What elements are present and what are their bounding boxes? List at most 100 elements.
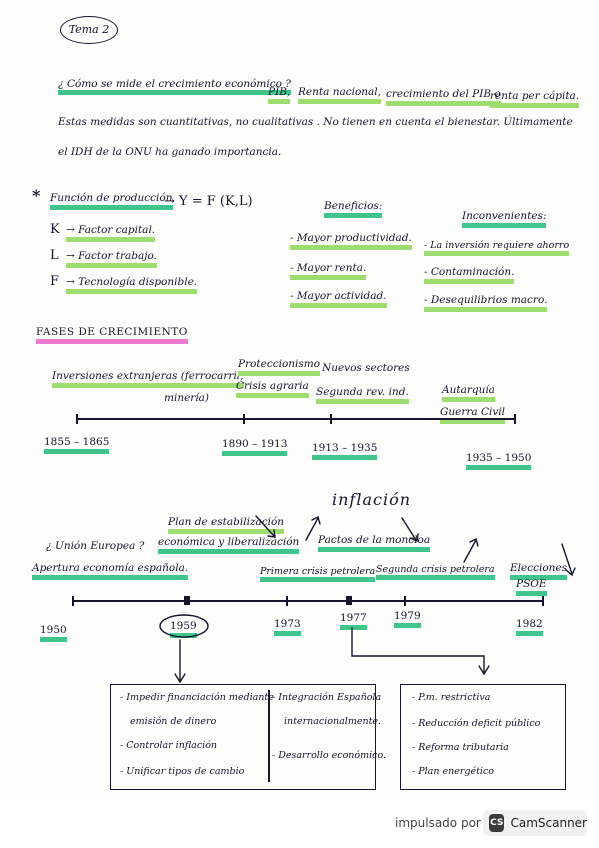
t2-label: económica y liberalización — [158, 536, 300, 554]
t1-date: 1913 – 1935 — [312, 442, 378, 460]
topic-title: Tema 2 — [68, 23, 110, 37]
t1-date: 1890 – 1913 — [222, 438, 288, 456]
inflation-label: inflación — [332, 490, 412, 509]
arrow-line — [401, 517, 417, 541]
benefit-item: - Mayor productividad. — [290, 232, 412, 250]
arrow-line — [561, 543, 573, 575]
t2-label: Apertura economía española. — [32, 562, 189, 580]
t2-date: 1982 — [516, 618, 543, 636]
t2-date: 1977 — [340, 612, 367, 630]
drawback-item: - Desequilibrios macro. — [424, 294, 548, 312]
intro-line-2: Estas medidas son cuantitativas, no cual… — [58, 116, 573, 128]
t1-label: Nuevos sectores — [322, 362, 410, 374]
measures-box-1977 — [400, 684, 566, 790]
factor-letter-l: L — [50, 248, 59, 263]
arrow-head — [478, 665, 490, 676]
t1-label: Segunda rev. ind. — [316, 386, 409, 404]
t1-label: Inversiones extranjeras (ferrocarril, — [52, 370, 244, 388]
timeline-2-axis — [72, 600, 544, 602]
box-item: emisión de dinero — [130, 716, 217, 727]
t1-date: 1935 – 1950 — [466, 452, 532, 470]
timeline-2-tick — [286, 596, 288, 606]
production-formula: → Y = F (K,L) — [164, 194, 253, 209]
box-item: - Controlar inflación — [120, 740, 218, 751]
drawback-item: - Contaminación. — [424, 266, 515, 284]
camscanner-badge[interactable]: CS CamScanner — [483, 810, 587, 836]
drawback-item: - La inversión requiere ahorro — [424, 240, 570, 257]
t1-label: minería) — [164, 392, 210, 404]
box-item: - Reducción deficit público — [412, 718, 541, 729]
measure-pib: PIB, — [268, 86, 291, 104]
camscanner-brand: CamScanner — [510, 816, 587, 830]
t2-date: 1950 — [40, 624, 67, 642]
intro-line-3: el IDH de la ONU ha ganado importancia. — [58, 146, 282, 158]
factor-letter-f: F — [50, 274, 60, 289]
box-item: - Reforma tributaria — [412, 742, 509, 753]
arrow-head — [174, 673, 186, 684]
box-item: - P.m. restrictiva — [412, 692, 491, 703]
star-icon: * — [32, 186, 41, 205]
box-item: internacionalmente. — [284, 716, 382, 727]
box-item: - Desarrollo económico. — [272, 750, 387, 761]
box-divider — [268, 690, 270, 782]
arrow-head — [409, 533, 419, 543]
arrow-line — [255, 515, 275, 537]
t2-date: 1973 — [274, 618, 301, 636]
t2-label: Plan de estabilización — [168, 516, 285, 534]
arrow-head — [565, 567, 576, 577]
t2-label: Elecciones — [510, 562, 568, 580]
phases-title: FASES DE CRECIMIENTO — [36, 326, 188, 344]
box-item: - Integración Española — [272, 692, 382, 703]
timeline-2-tick — [72, 596, 74, 606]
t2-label: ¿ Unión Europea ? — [46, 540, 145, 552]
t1-label: Crisis agraria — [236, 380, 309, 398]
timeline-1-tick — [514, 414, 516, 424]
timeline-1-tick — [330, 414, 332, 424]
arrow-line — [463, 539, 477, 563]
arrow-head — [311, 515, 321, 525]
box-item: - Impedir financiación mediante — [120, 692, 274, 703]
box-item: - Plan energético — [412, 766, 494, 777]
measures-box-1959 — [110, 684, 376, 790]
arrow-line — [351, 627, 485, 673]
hand-drawn-arrows — [159, 515, 576, 684]
camscanner-icon: CS — [489, 814, 505, 832]
t2-label: Primera crisis petrolera — [260, 566, 376, 583]
t1-label: Autarquía — [442, 384, 495, 402]
box-item: - Unificar tipos de cambio — [120, 766, 245, 777]
scanned-note-page: Tema 2 ¿ Cómo se mide el crecimiento eco… — [32, 16, 580, 790]
factor-letter-k: K — [50, 222, 60, 237]
drawbacks-title: Inconvenientes: — [462, 210, 547, 228]
timeline-1-tick — [243, 414, 245, 424]
timeline-2-tick — [404, 596, 406, 606]
powered-by-text: impulsado por — [395, 816, 481, 830]
factor-label-l: → Factor trabajo. — [66, 250, 157, 268]
t1-date: 1855 – 1865 — [44, 436, 110, 454]
timeline-2-marker — [184, 596, 190, 605]
factor-label-k: → Factor capital. — [66, 224, 156, 242]
factor-label-f: → Tecnología disponible. — [66, 276, 198, 294]
intro-question: ¿ Cómo se mide el crecimiento económico … — [58, 78, 291, 95]
timeline-1-axis — [76, 418, 516, 420]
timeline-1-tick — [76, 414, 78, 424]
t2-date: 1959 — [170, 620, 197, 638]
t1-label: Guerra Civil — [440, 406, 506, 424]
arrow-head — [469, 537, 479, 547]
arrow-line — [305, 517, 319, 541]
measure-crecimiento: crecimiento del PIB o — [386, 88, 501, 106]
t2-label: Pactos de la moncloa — [318, 534, 431, 552]
t2-label: PSOE — [516, 578, 547, 596]
t1-label: Proteccionismo — [238, 358, 321, 376]
circle-1959 — [159, 614, 209, 638]
production-title: Función de producción — [50, 192, 173, 210]
topic-title-oval: Tema 2 — [60, 16, 118, 44]
t2-label: Segunda crisis petrolera — [376, 564, 495, 581]
benefit-item: - Mayor actividad. — [290, 290, 387, 308]
benefits-title: Beneficios: — [324, 200, 383, 218]
measure-renta: Renta nacional, — [298, 86, 382, 104]
t2-date: 1979 — [394, 610, 421, 628]
benefit-item: - Mayor renta. — [290, 262, 367, 280]
measure-renta-pc: renta per cápita. — [490, 90, 580, 108]
arrow-head — [267, 529, 276, 538]
timeline-2-marker — [346, 596, 352, 605]
